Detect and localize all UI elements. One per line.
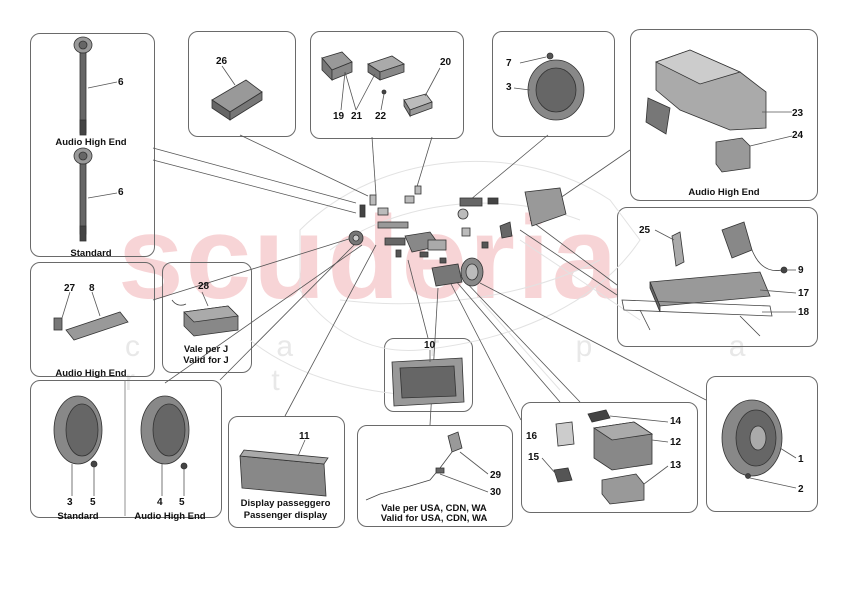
part-number-11: 11 <box>299 431 310 442</box>
part-number-5a: 5 <box>90 497 96 508</box>
parts-23-24-icons <box>645 49 793 173</box>
parts-8-27-icons <box>53 291 129 341</box>
part-number-3b: 3 <box>67 497 73 508</box>
part-number-15: 15 <box>528 452 540 463</box>
part-number-1: 1 <box>798 454 804 465</box>
part-number-21: 21 <box>351 111 363 122</box>
central-assembly <box>348 185 567 287</box>
part-number-17: 17 <box>798 288 810 299</box>
part-number-18: 18 <box>798 307 810 318</box>
box-parts-9-25 <box>617 207 818 347</box>
caption-display-it: Display passeggero <box>240 498 331 509</box>
caption-audio-high-end-amp: Audio High End <box>688 187 760 198</box>
part-3-speaker-icon <box>513 52 585 121</box>
part-11-icon <box>239 439 329 497</box>
part-number-4: 4 <box>157 497 163 508</box>
part-number-5b: 5 <box>179 497 185 508</box>
caption-standard-antenna: Standard <box>70 248 112 259</box>
part-28-icon <box>171 291 239 337</box>
part-number-14: 14 <box>670 416 682 427</box>
part-number-6a: 6 <box>118 77 124 88</box>
part-10-icon <box>391 350 465 407</box>
part-number-7: 7 <box>506 58 512 69</box>
part-number-20: 20 <box>440 57 452 68</box>
caption-display-en: Passenger display <box>243 510 328 521</box>
part-number-23: 23 <box>792 108 804 119</box>
part-number-6b: 6 <box>118 187 124 198</box>
part-number-12: 12 <box>670 437 682 448</box>
parts-12-16-icons <box>541 409 669 505</box>
box-speakers-left <box>30 380 222 518</box>
caption-audio-high-end-switch: Audio High End <box>55 368 127 379</box>
part-number-26: 26 <box>216 56 228 67</box>
caption-valid-for-j: Valid for J <box>183 355 229 366</box>
box-parts-12-16 <box>521 402 698 513</box>
parts-19-22-icons <box>321 51 441 118</box>
part-number-3a: 3 <box>506 82 512 93</box>
caption-valid-usa: Valid for USA, CDN, WA <box>380 513 488 524</box>
speakers-left-icons <box>53 380 190 516</box>
box-parts-23-24 <box>630 29 818 201</box>
part-number-22: 22 <box>375 111 387 122</box>
parts-29-30-icons <box>365 431 489 501</box>
part-1-speaker-icon <box>721 399 797 489</box>
box-parts-29-30 <box>357 425 513 527</box>
part-number-9: 9 <box>798 265 804 276</box>
part-number-24: 24 <box>792 130 804 141</box>
caption-audio-high-end-antenna: Audio High End <box>55 137 127 148</box>
part-number-2: 2 <box>798 484 804 495</box>
box-parts-19-22 <box>310 31 464 139</box>
leader-lines <box>152 134 707 426</box>
box-parts-1-2 <box>706 376 818 512</box>
parts-9-25-icons <box>621 221 797 337</box>
box-part-11 <box>228 416 345 528</box>
part-number-10: 10 <box>424 340 436 351</box>
rod-antenna-icons <box>73 36 118 242</box>
box-rod-antenna <box>30 33 155 257</box>
box-part-28 <box>162 262 252 373</box>
caption-vale-per-j: Vale per J <box>183 344 229 355</box>
box-parts-8-27 <box>30 262 155 377</box>
part-number-28: 28 <box>198 281 210 292</box>
part-number-25: 25 <box>639 225 651 236</box>
part-number-27: 27 <box>64 283 76 294</box>
part-number-19: 19 <box>333 111 345 122</box>
part-26-icon <box>211 65 263 121</box>
box-part-26 <box>188 31 296 137</box>
part-number-13: 13 <box>670 460 682 471</box>
caption-standard-speaker: Standard <box>57 511 99 522</box>
caption-vale-usa: Vale per USA, CDN, WA <box>381 503 487 514</box>
box-part-10 <box>384 338 473 412</box>
part-number-30: 30 <box>490 487 502 498</box>
caption-audio-high-end-speaker: Audio High End <box>134 511 206 522</box>
part-number-29: 29 <box>490 470 502 481</box>
box-parts-3-7 <box>492 31 615 137</box>
part-number-16: 16 <box>526 431 538 442</box>
part-number-8: 8 <box>89 283 95 294</box>
